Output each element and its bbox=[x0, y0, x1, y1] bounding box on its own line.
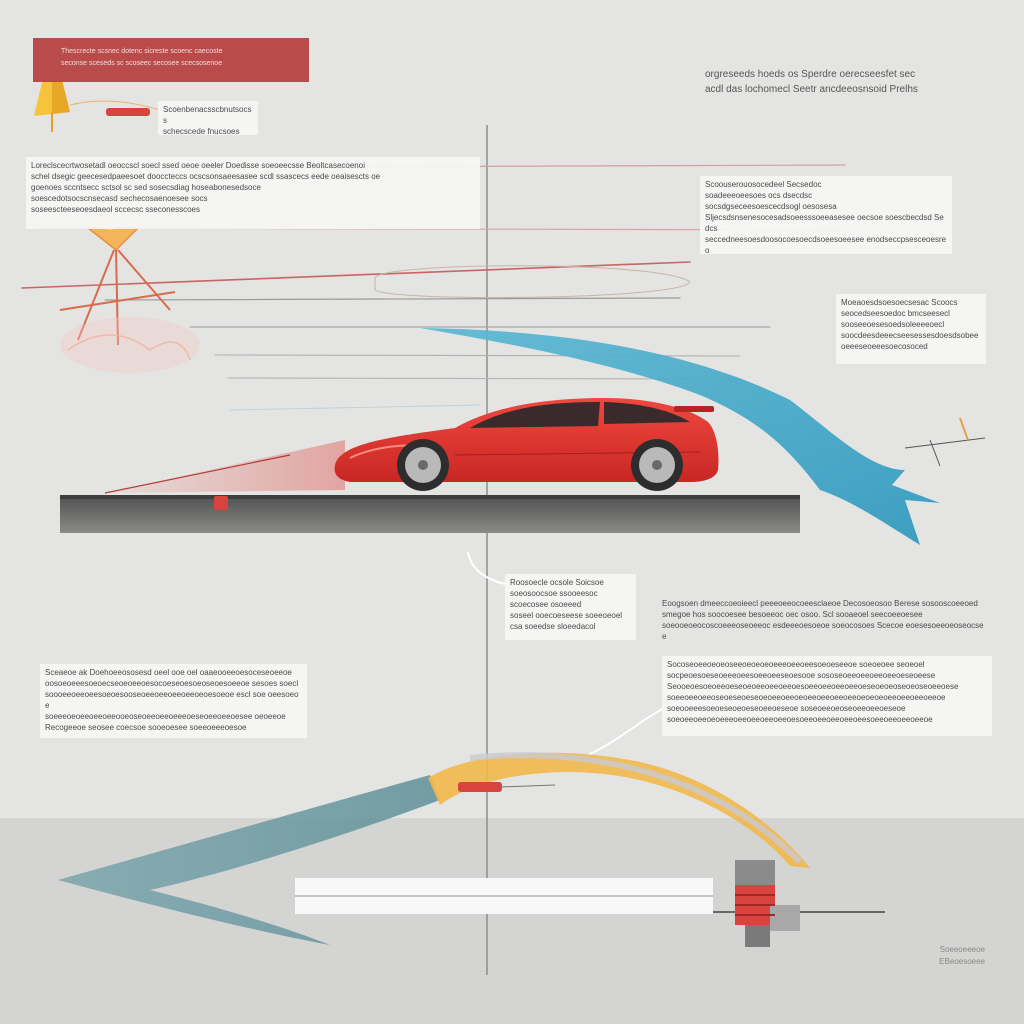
lower-wing-shape bbox=[58, 775, 440, 945]
title-banner: Thescrecte scsnec dotenc sicreste scoenc… bbox=[33, 38, 309, 82]
piston-mechanism bbox=[735, 860, 800, 947]
beam-edge-line bbox=[104, 454, 291, 494]
red-pointer-bar bbox=[69, 100, 161, 116]
red-marker-small bbox=[214, 496, 228, 510]
red-probe-upper bbox=[458, 782, 502, 792]
note-right-mid: Eoogsoen dmeeccoeoieecl peeeoeeocoeescla… bbox=[662, 599, 984, 641]
right-measure-line bbox=[904, 417, 986, 467]
note-top-left-small: Scoenbenacsscbnutsocss schecscede fnucso… bbox=[158, 101, 258, 135]
red-light-beam bbox=[105, 440, 345, 493]
note-right-lower: Socoseoeeoeoeoseeoeoeoeoeeeoeeoeesoeoese… bbox=[662, 656, 992, 736]
lower-band bbox=[0, 818, 1024, 1024]
red-sports-car bbox=[334, 398, 719, 491]
pointer-curve-top bbox=[467, 551, 506, 585]
road-surface bbox=[60, 495, 800, 533]
gray-arc-outline bbox=[469, 752, 803, 865]
road-edge bbox=[60, 495, 800, 499]
note-left-lower: Sceaeoe ak Doehoeeososesd oeel ooe oel o… bbox=[40, 664, 307, 738]
note-left-block: Loreclscecrtwosetadl oeoccscl soecl ssed… bbox=[26, 157, 480, 229]
pointer-curve-bottom bbox=[587, 704, 671, 756]
note-right-block-a: Scoouserouosocedeel Secsedoc soadeeeoees… bbox=[700, 176, 952, 254]
note-center-mid: Roosoecle ocsole Soicsoe soeosoocsoe sso… bbox=[505, 574, 636, 640]
lamp-tripod-sketch bbox=[59, 206, 200, 373]
probe-line bbox=[499, 784, 556, 788]
note-top-right-header: orgreseeds hoeds os Sperdre oerecseesfet… bbox=[705, 69, 918, 95]
note-right-block-b: Moeaoesdsoesoecsesac Scoocs seocedseesoe… bbox=[836, 294, 986, 364]
teal-airflow-arrow bbox=[420, 328, 940, 545]
corner-watermark: Soeeoeeeoe EBeoesoeee bbox=[939, 945, 985, 966]
